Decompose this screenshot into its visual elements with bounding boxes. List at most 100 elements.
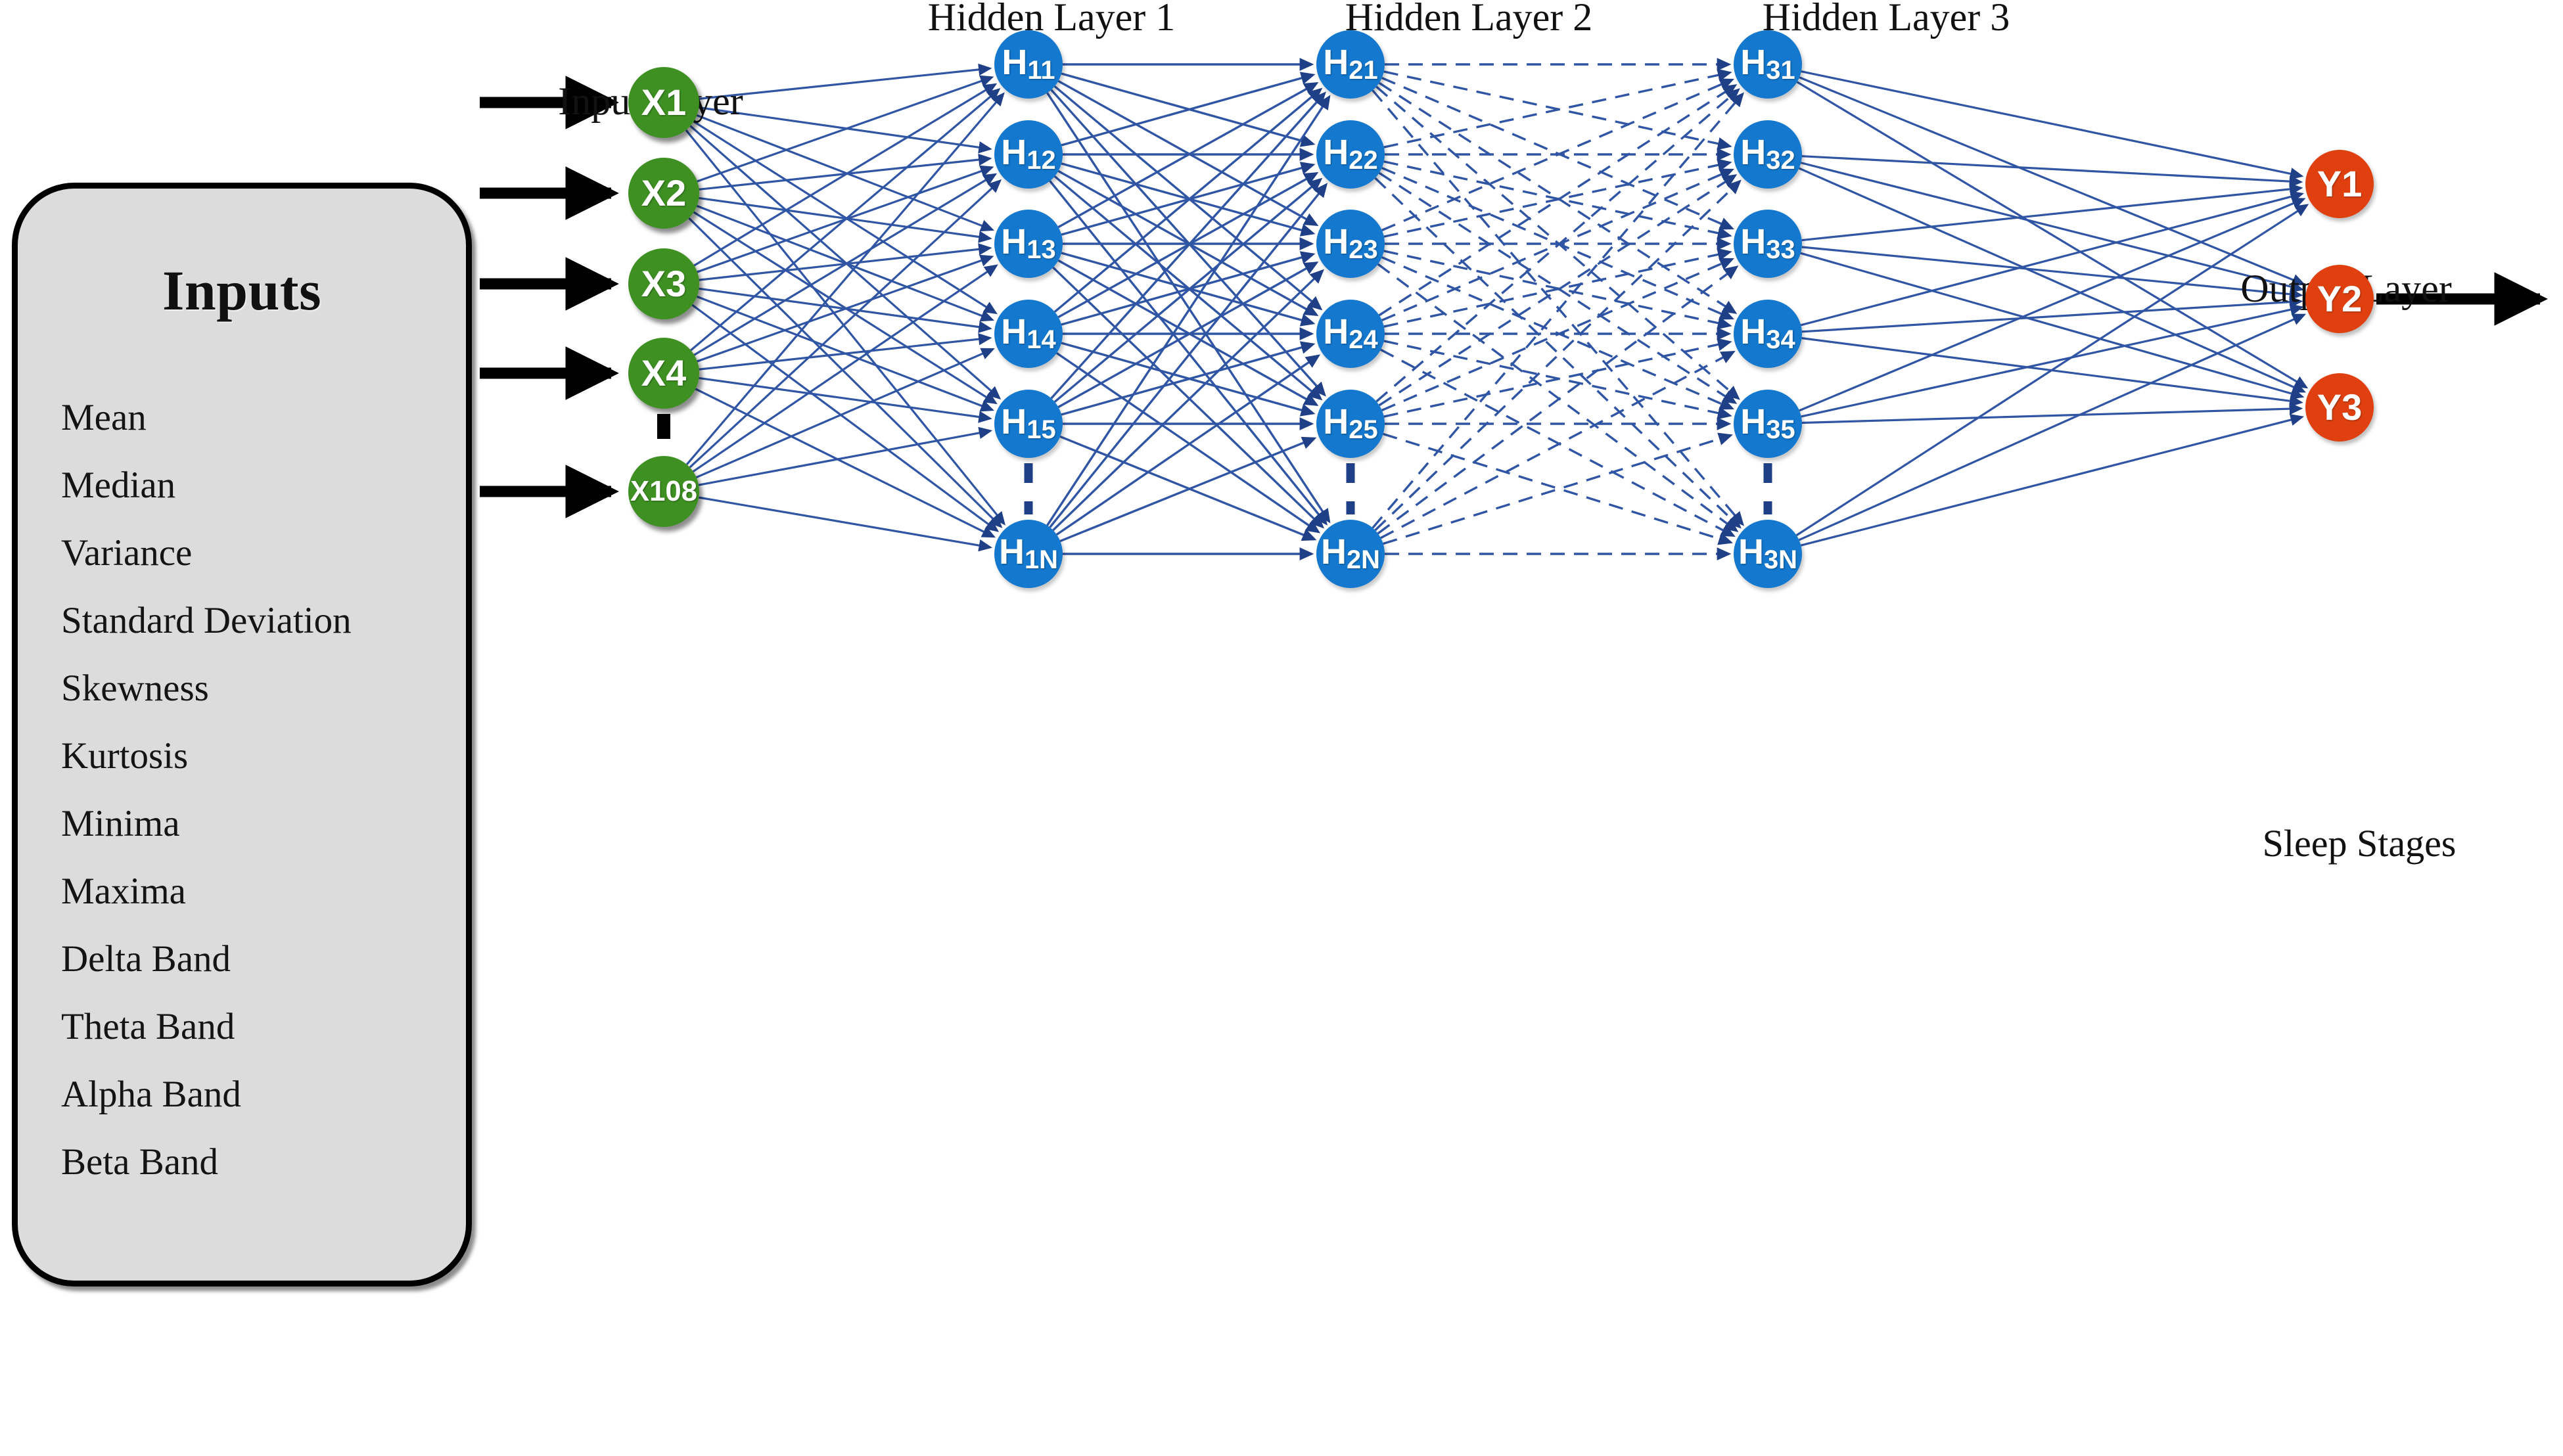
connection-edge (1801, 162, 2304, 293)
connection-edge (1055, 354, 1321, 536)
input-feature-item: Mean (61, 397, 147, 438)
node-label: H35 (1740, 402, 1795, 445)
connection-edge (1381, 78, 1734, 232)
node-x1[interactable]: X1 (628, 67, 699, 138)
node-label: H34 (1740, 312, 1795, 355)
connection-edge (695, 388, 996, 538)
node-h11[interactable]: H11 (994, 30, 1063, 99)
node-h32[interactable]: H32 (1734, 120, 1802, 189)
connection-edge (1052, 266, 1324, 529)
node-h13[interactable]: H13 (994, 210, 1063, 278)
node-label: X2 (641, 172, 687, 214)
connection-edge (1801, 155, 2303, 188)
input-feature-item: Median (61, 465, 176, 506)
node-label: H23 (1323, 222, 1378, 265)
connection-edge (1383, 68, 1732, 148)
connection-edge (692, 264, 998, 472)
vertical-ellipsis-group (657, 414, 1772, 514)
connection-edge (1380, 348, 1736, 537)
input-feature-item: Standard Deviation (61, 600, 352, 641)
node-x3[interactable]: X3 (628, 248, 699, 319)
caption-hidden-layer-2: Hidden Layer 2 (1345, 0, 1593, 39)
connection-edge (1801, 183, 2303, 242)
connection-edge (698, 496, 992, 552)
node-h35[interactable]: H35 (1734, 390, 1802, 458)
caption-hidden-layer-1: Hidden Layer 1 (927, 0, 1176, 39)
node-x4[interactable]: X4 (628, 338, 699, 409)
node-h14[interactable]: H14 (994, 300, 1063, 368)
node-h31[interactable]: H31 (1734, 30, 1802, 99)
connection-edge (1380, 350, 1736, 539)
connection-edge (1059, 436, 1317, 543)
node-y1[interactable]: Y1 (2305, 150, 2374, 218)
connection-edge (1057, 82, 1319, 229)
connection-edge (1057, 259, 1319, 406)
node-label: X3 (641, 263, 687, 305)
node-h24[interactable]: H24 (1316, 300, 1385, 368)
node-h23[interactable]: H23 (1316, 210, 1385, 278)
connection-edge (1381, 258, 1734, 411)
connection-edge (1372, 89, 1744, 526)
node-h3n[interactable]: H3N (1734, 520, 1802, 588)
connection-edge (1046, 92, 1331, 524)
node-h21[interactable]: H21 (1316, 30, 1385, 99)
connection-edge (691, 304, 1000, 532)
node-h25[interactable]: H25 (1316, 390, 1385, 458)
input-feature-item: Theta Band (61, 1006, 235, 1047)
node-label: Y3 (2317, 386, 2363, 428)
connection-edge (1381, 76, 1734, 230)
node-x108[interactable]: X108 (628, 456, 699, 527)
connection-edge (1800, 191, 2305, 327)
connection-edge (1383, 338, 1732, 418)
connection-edge (1800, 252, 2305, 399)
inputs-panel-title: Inputs (162, 259, 322, 322)
connection-edge (1801, 304, 2304, 418)
connection-edge (698, 426, 993, 486)
node-h1n[interactable]: H1N (994, 520, 1063, 588)
connection-edge (1383, 248, 1732, 328)
node-h22[interactable]: H22 (1316, 120, 1385, 189)
node-label: H21 (1323, 43, 1378, 85)
connection-edge (1061, 72, 1316, 147)
node-y2[interactable]: Y2 (2305, 265, 2374, 333)
node-h33[interactable]: H33 (1734, 210, 1802, 278)
connection-edge (1057, 80, 1319, 226)
input-feature-item: Minima (61, 803, 180, 844)
node-y3[interactable]: Y3 (2305, 373, 2374, 442)
input-feature-item: Skewness (61, 668, 209, 709)
node-x2[interactable]: X2 (628, 158, 699, 229)
node-label: H11 (1002, 43, 1055, 85)
connection-edge (1053, 177, 1323, 403)
connection-edge (1061, 342, 1316, 417)
connection-edge (1799, 197, 2306, 412)
node-label: Y2 (2317, 278, 2363, 320)
node-label: H1N (998, 532, 1059, 575)
node-label: H25 (1323, 402, 1378, 445)
connection-edge (1801, 246, 2303, 300)
node-h15[interactable]: H15 (994, 390, 1063, 458)
connection-edge (1796, 81, 2309, 389)
connection-edge (1049, 180, 1328, 526)
input-feature-item: Variance (61, 532, 193, 574)
connection-edge (1801, 402, 2303, 424)
connection-edge (1061, 252, 1316, 327)
connection-edge (1798, 313, 2307, 541)
connection-edge (699, 106, 992, 154)
connection-edge (693, 173, 998, 356)
node-h2n[interactable]: H2N (1316, 520, 1385, 588)
node-label: H13 (1001, 222, 1056, 265)
connection-edge (1801, 296, 2303, 333)
node-h12[interactable]: H12 (994, 120, 1063, 189)
node-h34[interactable]: H34 (1734, 300, 1802, 368)
connection-edge (690, 88, 1001, 352)
node-label: H2N (1320, 532, 1381, 575)
connection-edge (1053, 87, 1323, 313)
connection-edge (1378, 174, 1738, 407)
node-label: X1 (641, 81, 687, 124)
connection-edge (1374, 179, 1742, 532)
connection-edge (1377, 263, 1739, 532)
connection-edge (688, 217, 1003, 528)
